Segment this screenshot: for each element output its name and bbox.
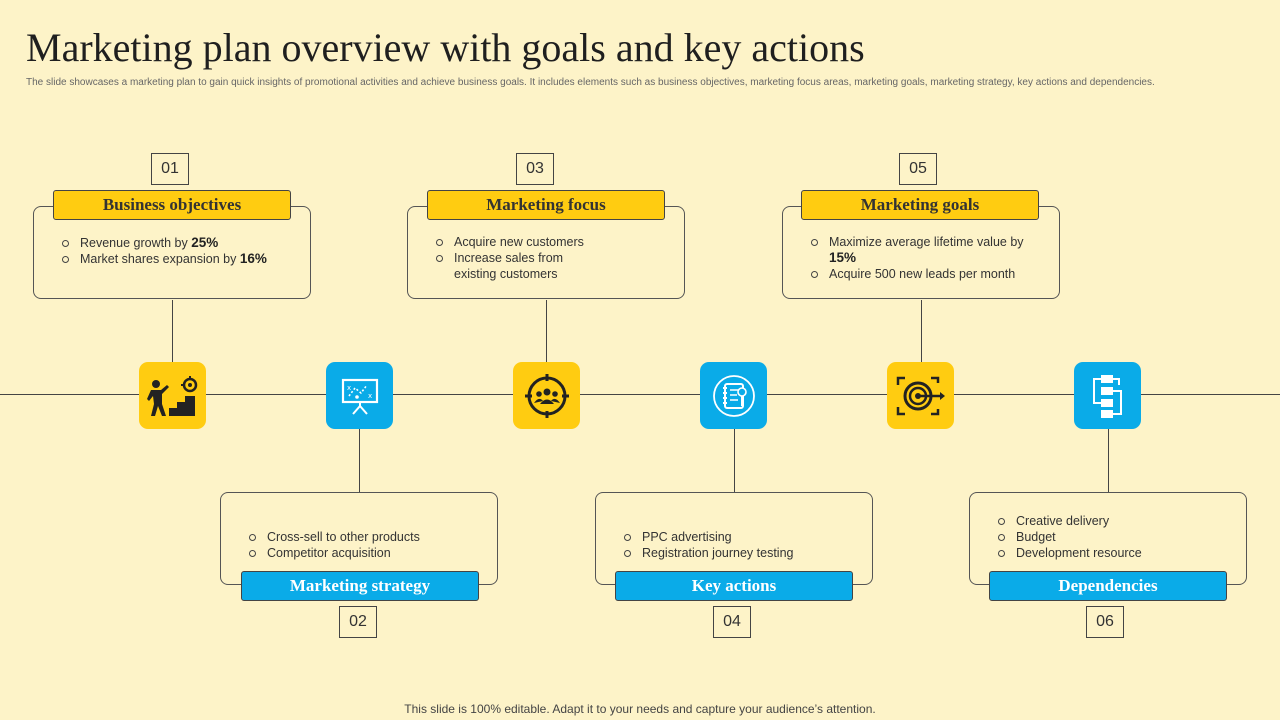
- page-title: Marketing plan overview with goals and k…: [26, 25, 865, 70]
- step-number-01: 01: [151, 153, 189, 185]
- strategy-board-icon: x x: [326, 362, 393, 429]
- list-item: Revenue growth by 25%: [62, 235, 296, 251]
- step-number-05: 05: [899, 153, 937, 185]
- list-item: Registration journey testing: [624, 545, 858, 561]
- bullseye-icon: [887, 362, 954, 429]
- list-item: Acquire new customers: [436, 234, 594, 250]
- marketing-focus-label: Marketing focus: [427, 190, 665, 220]
- flowchart-icon: [1074, 362, 1141, 429]
- dependencies-box: Creative delivery Budget Development res…: [969, 492, 1247, 585]
- connector-line: [1108, 429, 1109, 492]
- connector-line: [359, 429, 360, 492]
- key-actions-box: PPC advertising Registration journey tes…: [595, 492, 873, 585]
- marketing-focus-box: Acquire new customers Increase sales fro…: [407, 206, 685, 299]
- target-audience-icon: [513, 362, 580, 429]
- timeline-line: [0, 394, 1280, 395]
- dependencies-label: Dependencies: [989, 571, 1227, 601]
- step-number-03: 03: [516, 153, 554, 185]
- step-number-06: 06: [1086, 606, 1124, 638]
- svg-text:x: x: [347, 384, 351, 392]
- list-item: PPC advertising: [624, 529, 858, 545]
- page-subtitle: The slide showcases a marketing plan to …: [26, 77, 1155, 88]
- footer-note: This slide is 100% editable. Adapt it to…: [404, 702, 876, 716]
- step-number-04: 04: [713, 606, 751, 638]
- list-item: Cross-sell to other products: [249, 529, 483, 545]
- connector-line: [921, 300, 922, 362]
- list-item: Development resource: [998, 545, 1232, 561]
- list-item: Market shares expansion by 16%: [62, 251, 296, 267]
- step-number-02: 02: [339, 606, 377, 638]
- marketing-goals-label: Marketing goals: [801, 190, 1039, 220]
- connector-line: [734, 429, 735, 492]
- list-item: Increase sales from existing customers: [436, 250, 594, 282]
- list-item: Maximize average lifetime value by 15%: [811, 234, 1029, 266]
- connector-line: [172, 300, 173, 362]
- notebook-checklist-icon: [700, 362, 767, 429]
- list-item: Budget: [998, 529, 1232, 545]
- marketing-strategy-box: Cross-sell to other products Competitor …: [220, 492, 498, 585]
- business-objectives-label: Business objectives: [53, 190, 291, 220]
- business-objectives-box: Revenue growth by 25% Market shares expa…: [33, 206, 311, 299]
- list-item: Competitor acquisition: [249, 545, 483, 561]
- list-item: Acquire 500 new leads per month: [811, 266, 1029, 282]
- connector-line: [546, 300, 547, 362]
- svg-text:x: x: [368, 392, 372, 400]
- marketing-goals-box: Maximize average lifetime value by 15% A…: [782, 206, 1060, 299]
- marketing-strategy-label: Marketing strategy: [241, 571, 479, 601]
- list-item: Creative delivery: [998, 513, 1232, 529]
- key-actions-label: Key actions: [615, 571, 853, 601]
- stairs-goal-icon: [139, 362, 206, 429]
